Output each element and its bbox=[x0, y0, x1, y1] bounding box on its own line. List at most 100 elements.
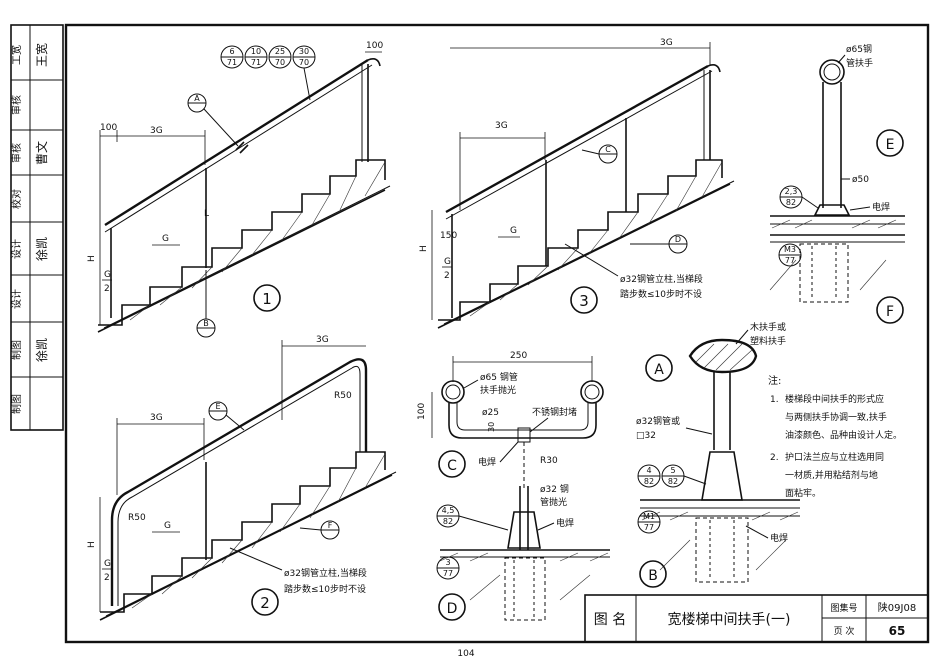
d1-dim-half-g-num: G bbox=[104, 270, 111, 280]
strip-label-0: 工宽 bbox=[10, 45, 23, 65]
dd-ref-bottom-num: 3 bbox=[445, 558, 450, 567]
db-ref-1-num: 5 bbox=[670, 466, 675, 475]
strip-label-1: 审核 bbox=[10, 95, 23, 115]
d2-callout-f: F bbox=[328, 521, 333, 530]
db-ref-m1-den: 77 bbox=[644, 523, 654, 532]
strip-sign-2: 曹文 bbox=[34, 141, 49, 165]
de-label: E bbox=[886, 137, 895, 153]
dc-label: C bbox=[447, 458, 457, 474]
db-ref-m1-num: M1 bbox=[643, 512, 655, 521]
dd-pipe32-line1: 管抛光 bbox=[540, 496, 567, 508]
stair-drawing-2: 3G R50 3G R50 H G G 2 E F ø32钢管立柱,当梯段 踏步… bbox=[87, 335, 397, 621]
d2-callout-e: E bbox=[215, 402, 220, 411]
d3-dim-3g-left: 3G bbox=[495, 121, 508, 131]
signature-strip: 工宽 王宽 审核 审核 曹文 校对 设计 徐凯 设计 制图 徐凯 制图 bbox=[10, 24, 64, 431]
d1-ref-1-num: 10 bbox=[251, 47, 261, 56]
strip-label-3: 校对 bbox=[10, 189, 23, 209]
d1-dim-100-top: 100 bbox=[366, 41, 383, 51]
detail-c: 250 100 30 ø65 钢管 扶手抛光 ø25 不锈钢封堵 电焊 R30 … bbox=[417, 351, 604, 490]
db-label: B bbox=[648, 568, 658, 584]
d1-dim-g: G bbox=[162, 234, 169, 244]
strip-label-4: 设计 bbox=[10, 239, 23, 259]
da-handrail-line1: 塑料扶手 bbox=[750, 335, 786, 347]
dc-dim-30: 30 bbox=[487, 422, 496, 432]
d3-callout-d: D bbox=[675, 235, 681, 244]
db-weld: 电焊 bbox=[770, 532, 788, 544]
note-2-line1: 一材质,并用粘结剂与地 bbox=[785, 469, 878, 481]
d1-ref-0-num: 6 bbox=[229, 47, 234, 56]
notes-block: 注: 1. 楼梯段中间扶手的形式应 与两侧扶手协调一致,扶手 油漆颜色、品种由设… bbox=[768, 374, 902, 499]
de-pipe65-line1: 管扶手 bbox=[846, 57, 873, 69]
tb-atlas-label: 图集号 bbox=[830, 602, 857, 614]
de-pipe65-line0: ø65钢 bbox=[846, 43, 872, 55]
strip-label-6: 制图 bbox=[10, 340, 23, 360]
dc-r30: R30 bbox=[540, 456, 558, 466]
title-block: 图 名 宽楼梯中间扶手(一) 图集号 陕09J08 页 次 65 bbox=[584, 594, 929, 643]
note-2-num: 2. bbox=[770, 453, 779, 463]
d3-dim-half-g-den: 2 bbox=[444, 271, 450, 281]
da-pipe32-line1: □32 bbox=[636, 431, 656, 441]
note-1-line0: 楼梯段中间扶手的形式应 bbox=[785, 393, 884, 405]
dc-pipe25: ø25 bbox=[482, 408, 499, 418]
strip-label-2: 审核 bbox=[10, 143, 23, 163]
d1-number: 1 bbox=[262, 290, 272, 308]
tb-title: 宽楼梯中间扶手(一) bbox=[668, 611, 791, 628]
da-handrail-line0: 木扶手或 bbox=[750, 321, 786, 333]
notes-title: 注: bbox=[768, 374, 781, 387]
df-label: F bbox=[886, 304, 894, 320]
dc-dim-100: 100 bbox=[417, 403, 427, 420]
db-ref-1-den: 82 bbox=[668, 477, 678, 486]
d2-dim-half-g-den: 2 bbox=[104, 573, 110, 583]
d3-dim-g: G bbox=[510, 226, 517, 236]
d3-callout-c: C bbox=[605, 145, 611, 154]
strip-sign-6: 徐凯 bbox=[34, 338, 49, 362]
d2-dim-h: H bbox=[87, 541, 97, 548]
d2-dim-r50-top: R50 bbox=[334, 391, 352, 401]
tb-name-label: 图 名 bbox=[594, 612, 626, 628]
d2-dim-3g-left: 3G bbox=[150, 413, 163, 423]
d1-ref-3-num: 30 bbox=[299, 47, 309, 56]
tb-page-label: 页 次 bbox=[834, 625, 855, 637]
strip-label-7: 制图 bbox=[10, 394, 23, 414]
d1-callout-a: A bbox=[194, 94, 200, 103]
dc-weld: 电焊 bbox=[478, 456, 496, 468]
d3-dim-3g-top: 3G bbox=[660, 38, 673, 48]
note-1-line2: 油漆颜色、品种由设计人定。 bbox=[785, 429, 902, 441]
strip-sign-4: 徐凯 bbox=[34, 237, 49, 261]
d2-dim-r50-left: R50 bbox=[128, 513, 146, 523]
d1-dim-100: 100 bbox=[100, 123, 117, 133]
note-2-line0: 护口法兰应与立柱选用同 bbox=[785, 451, 884, 463]
d1-ref-1-den: 71 bbox=[251, 58, 261, 67]
da-label: A bbox=[654, 362, 664, 378]
dd-label: D bbox=[447, 601, 458, 617]
sheet-border bbox=[64, 23, 930, 644]
strip-sign-0: 王宽 bbox=[34, 43, 49, 67]
dd-ref-bottom-den: 77 bbox=[443, 569, 453, 578]
dc-dim-250: 250 bbox=[510, 351, 527, 361]
detail-e: ø65钢 管扶手 ø50 电焊 2,3 82 E bbox=[770, 43, 905, 229]
tb-page-value: 65 bbox=[889, 624, 906, 638]
d3-dim-half-g-num: G bbox=[444, 257, 451, 267]
d1-callout-b: B bbox=[203, 319, 209, 328]
de-weld: 电焊 bbox=[872, 201, 890, 213]
dc-cap: 不锈钢封堵 bbox=[532, 406, 577, 418]
d2-note-line0: ø32钢管立柱,当梯段 bbox=[284, 567, 367, 579]
d1-dim-l: L bbox=[204, 209, 209, 219]
page-number: 104 bbox=[457, 649, 474, 659]
d3-number: 3 bbox=[579, 292, 589, 310]
d3-dim-h: H bbox=[419, 245, 429, 252]
df-ref-num: M3 bbox=[784, 245, 796, 254]
d1-ref-2-num: 25 bbox=[275, 47, 285, 56]
d1-dim-3g: 3G bbox=[150, 126, 163, 136]
dc-pipe65-line1: 扶手抛光 bbox=[480, 384, 516, 396]
d1-ref-group: 6 71 10 71 25 70 30 70 bbox=[220, 45, 316, 101]
d1-ref-2-den: 70 bbox=[275, 58, 285, 67]
dd-ref-top-den: 82 bbox=[443, 517, 453, 526]
note-2-line2: 面粘牢。 bbox=[785, 487, 821, 499]
de-ref-top-num: 2,3 bbox=[785, 187, 798, 196]
stair-drawing-3: 3G 3G H 150 G G 2 C D ø32钢管立柱,当梯段 踏步数≤10… bbox=[419, 38, 735, 329]
tb-atlas-value: 陕09J08 bbox=[878, 601, 916, 614]
dd-ref-top-num: 4,5 bbox=[442, 506, 455, 515]
